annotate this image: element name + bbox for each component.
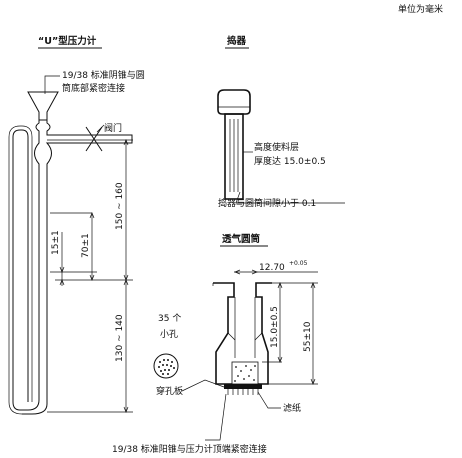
dim-15: 15±1 [51, 230, 61, 255]
u-tube-left-limb [12, 129, 29, 411]
air-cylinder-title: 透气圆筒 [222, 233, 261, 245]
dim-150-160: 150 ~ 160 [115, 182, 125, 230]
dim-diameter: 12.70 [259, 263, 285, 273]
plunger-gap-label: 捣器与圆筒间隙小于 0.1 [218, 197, 316, 209]
cone-joint-bottom-label-1: 19/38 标准阴锥与圆 [62, 69, 145, 81]
holes-word-label: 小孔 [160, 329, 178, 340]
cone-joint-top-label: 19/38 标准阳锥与压力计顶端紧密连接 [112, 443, 267, 455]
plunger-height-label-1: 高度使料层 [254, 141, 299, 153]
valve-label: 阀门 [104, 122, 122, 134]
plunger: 捣器 高度使料层 厚度达 15.0±0.5 捣器与圆筒间隙小于 0.1 [217, 35, 345, 209]
u-manometer: “U”型压力计 19/38 标准阴锥与圆 筒底部紧密连接 阀门 150 ~ 16… [8, 35, 145, 415]
u-tube-right-limb [20, 120, 40, 411]
dim-15-0: 15.0±0.5 [270, 306, 280, 348]
dim-130-140: 130 ~ 140 [115, 314, 125, 362]
air-cylinder: 透气圆筒 12.70 +0.05 [112, 233, 318, 455]
cone-funnel [27, 91, 59, 121]
dim-55: 55±10 [303, 321, 313, 352]
holes-count-label: 35 个 [158, 313, 181, 324]
filter-paper-label: 滤纸 [283, 402, 301, 414]
u-manometer-title: “U”型压力计 [38, 35, 97, 47]
perforated-plate-disc [153, 353, 179, 379]
perforated-plate-section [224, 384, 262, 389]
plunger-head [217, 89, 251, 115]
powder-bed [231, 361, 259, 385]
plunger-title: 捣器 [227, 35, 247, 47]
plunger-height-label-2: 厚度达 15.0±0.5 [254, 155, 326, 167]
dim-70: 70±1 [81, 233, 91, 258]
perforated-plate-label: 穿孔板 [156, 385, 183, 397]
unit-note: 单位为毫米 [398, 3, 443, 15]
cone-joint-bottom-label-2: 筒底部紧密连接 [62, 82, 125, 94]
dim-diameter-tol: +0.05 [289, 260, 308, 267]
